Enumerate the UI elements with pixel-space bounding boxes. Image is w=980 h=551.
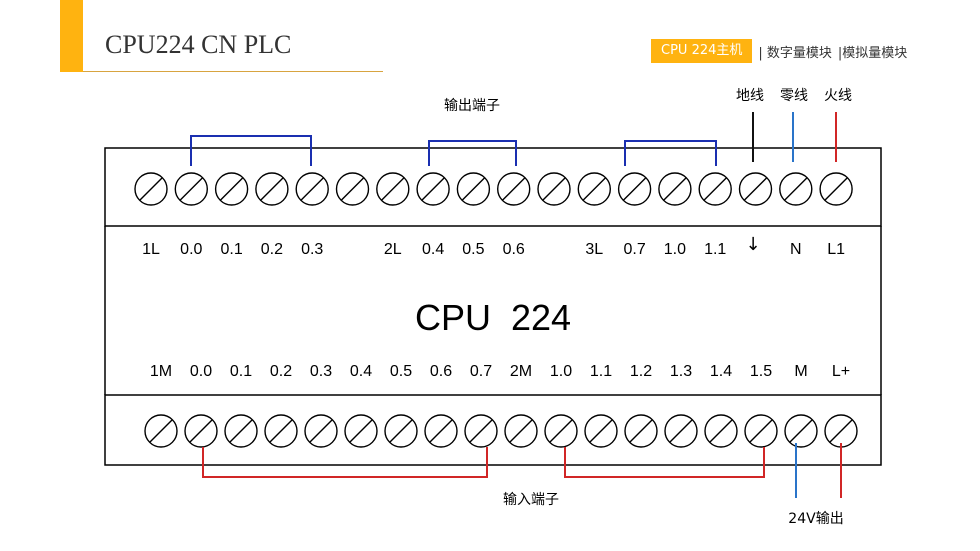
top-terminal-label-1: 0.0: [180, 241, 202, 258]
top-terminal-screw-15: [698, 172, 732, 206]
bottom-terminal-screw-11: [544, 414, 578, 448]
bottom-terminal-label-17: L+: [832, 363, 850, 380]
bottom-terminal-screw-13: [624, 414, 658, 448]
bottom-terminal-screw-4: [264, 414, 298, 448]
top-terminal-screw-12: [577, 172, 611, 206]
nav-tab-digital-module[interactable]: | 数字量模块: [758, 45, 832, 61]
module-nav: CPU 224主机 | 数字量模块 |模拟量模块: [651, 39, 907, 63]
bottom-terminal-label-12: 1.2: [630, 363, 652, 380]
top-terminal-screw-10: [497, 172, 531, 206]
bottom-terminal-label-1: 0.0: [190, 363, 212, 380]
top-terminal-screw-5: [295, 172, 329, 206]
top-terminal-label-11: 3L: [585, 241, 603, 258]
input-terminals-label: 输入端子: [503, 492, 559, 508]
top-terminal-screw-3: [214, 172, 249, 206]
top-terminal-label-6: 2L: [384, 241, 402, 258]
page-title: CPU224 CN PLC: [105, 30, 292, 59]
nav-tab-analog-module[interactable]: |模拟量模块: [837, 45, 908, 61]
bottom-terminal-label-5: 0.4: [350, 363, 372, 380]
earth-label: 地线: [736, 88, 764, 104]
top-terminal-label-17: L1: [827, 241, 845, 258]
output-group-bracket-3: [624, 140, 717, 166]
top-terminal-label-7: 0.4: [422, 241, 444, 258]
bottom-terminal-label-3: 0.2: [270, 363, 292, 380]
top-terminal-label-0: 1L: [142, 241, 160, 258]
bottom-terminal-screw-6: [344, 414, 378, 448]
bottom-terminal-screw-8: [424, 414, 458, 448]
bottom-terminal-screw-7: [384, 414, 418, 448]
top-terminal-screw-9: [456, 172, 491, 206]
bottom-terminal-label-16: M: [794, 363, 807, 380]
bottom-terminal-label-15: 1.5: [750, 363, 772, 380]
bottom-terminal-screw-15: [704, 414, 738, 448]
bottom-terminal-screw-17: [784, 414, 818, 448]
top-terminal-screw-8: [416, 172, 450, 206]
bottom-terminal-label-7: 0.6: [430, 363, 452, 380]
top-terminal-screw-16: [738, 172, 773, 206]
output-group-bracket-1: [190, 135, 312, 166]
top-terminal-label-2: 0.1: [220, 241, 242, 258]
top-terminal-screw-11: [537, 172, 571, 206]
neutral-label: 零线: [780, 88, 808, 104]
top-terminal-label-14: 1.1: [704, 241, 726, 258]
input-group-bracket-1: [202, 447, 488, 478]
title-underline: [83, 71, 383, 72]
bottom-terminal-label-11: 1.1: [590, 363, 612, 380]
bottom-terminal-screw-16: [744, 414, 778, 448]
bottom-terminal-label-4: 0.3: [310, 363, 332, 380]
bottom-terminal-screw-12: [584, 414, 618, 448]
output-group-bracket-2: [428, 140, 517, 166]
bottom-terminal-label-13: 1.3: [670, 363, 692, 380]
top-terminal-label-8: 0.5: [462, 241, 484, 258]
bottom-terminal-screw-2: [184, 414, 218, 448]
top-terminal-label-16: N: [790, 241, 802, 258]
live-label: 火线: [824, 88, 852, 104]
accent-bar: [60, 0, 83, 72]
top-terminal-label-9: 0.6: [503, 241, 525, 258]
bottom-terminal-label-6: 0.5: [390, 363, 412, 380]
bottom-terminal-screw-5: [304, 414, 338, 448]
top-terminal-screw-14: [658, 172, 692, 206]
top-terminal-screw-2: [174, 172, 209, 206]
top-terminal-screw-1: [134, 172, 168, 206]
top-terminal-screw-6: [335, 172, 370, 206]
bottom-terminal-screw-14: [664, 414, 698, 448]
bottom-terminal-screw-3: [224, 414, 258, 448]
bottom-terminal-screw-10: [504, 414, 538, 448]
nav-tab-cpu224[interactable]: CPU 224主机: [651, 39, 753, 63]
device-model-label: CPU 224: [415, 297, 571, 338]
bottom-terminal-label-8: 0.7: [470, 363, 492, 380]
output-terminals-label: 输出端子: [444, 98, 500, 114]
top-terminal-screw-4: [255, 172, 289, 206]
earth-symbol-icon: ↓: [745, 234, 760, 255]
input-group-bracket-2: [564, 447, 765, 478]
top-terminal-screw-7: [376, 172, 410, 206]
bottom-terminal-label-14: 1.4: [710, 363, 732, 380]
bottom-terminal-label-0: 1M: [150, 363, 172, 380]
bottom-terminal-label-2: 0.1: [230, 363, 252, 380]
bottom-terminal-screw-9: [464, 414, 498, 448]
24v-output-label: 24V输出: [788, 511, 843, 527]
top-terminal-screw-18: [819, 172, 853, 206]
top-terminal-label-3: 0.2: [261, 241, 283, 258]
bottom-terminal-screw-1: [144, 414, 178, 448]
bottom-terminal-screw-18: [824, 414, 858, 448]
top-terminal-label-12: 0.7: [623, 241, 645, 258]
top-terminal-screw-13: [617, 172, 652, 206]
top-terminal-label-4: 0.3: [301, 241, 323, 258]
top-terminal-screw-17: [779, 172, 813, 206]
top-terminal-label-13: 1.0: [664, 241, 686, 258]
bottom-terminal-label-10: 1.0: [550, 363, 572, 380]
bottom-terminal-label-9: 2M: [510, 363, 532, 380]
